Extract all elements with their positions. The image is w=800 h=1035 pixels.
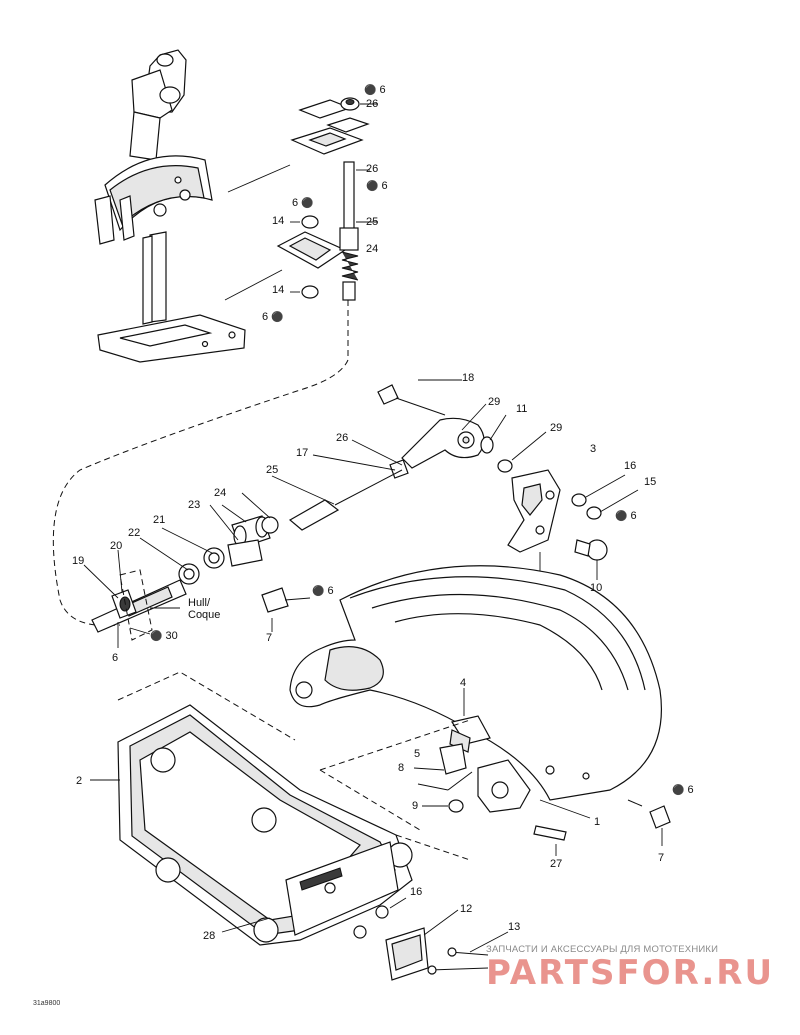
callout-22: 22 <box>128 527 141 539</box>
callout-21: 21 <box>153 514 166 526</box>
callout-20: 20 <box>110 540 123 552</box>
callout-4: 4 <box>460 677 467 689</box>
callout-26: 26 <box>366 98 379 110</box>
callout-6: ⚫ 6 <box>615 510 637 522</box>
callout-12: 12 <box>460 903 473 915</box>
callout-16: 16 <box>624 460 637 472</box>
callout-28: 28 <box>203 930 216 942</box>
callout-27: 27 <box>550 858 563 870</box>
callout-19: 19 <box>72 555 85 567</box>
callout-7: 7 <box>266 632 273 644</box>
actuator-hardware <box>319 688 591 856</box>
hull-coque-label: Hull/ Coque <box>188 597 221 621</box>
oil-drop-icon: ⚫ <box>366 181 379 192</box>
oil-drop-icon: ⚫ <box>615 511 628 522</box>
oil-drop-icon: ⚫ <box>672 785 685 796</box>
callout-7: 7 <box>658 852 665 864</box>
callout-6: 6 ⚫ <box>262 311 284 323</box>
callout-6: 6 <box>112 652 119 664</box>
callout-6: ⚫ 6 <box>312 585 334 597</box>
watermark: ЗАПЧАСТИ И АКСЕССУАРЫ ДЛЯ МОТОТЕХНИКИ PA… <box>486 944 786 991</box>
callout-17: 17 <box>296 447 309 459</box>
callout-24: 24 <box>214 487 227 499</box>
callout-24: 24 <box>366 243 379 255</box>
callout-6: 6 ⚫ <box>292 197 314 209</box>
oil-drop-icon: ⚫ <box>312 586 325 597</box>
callout-5: 5 <box>414 748 421 760</box>
callout-3: 3 <box>590 443 597 455</box>
watermark-logo: PARTSFOR.RU <box>486 953 775 993</box>
oil-drop-icon: ⚫ <box>364 85 377 96</box>
upper-cable-hardware <box>52 97 378 627</box>
callout-18: 18 <box>462 372 475 384</box>
oil-drop-icon: ⚫ <box>150 631 163 642</box>
callout-6: ⚫ 6 <box>364 84 386 96</box>
linkage-rod-cable <box>271 379 547 531</box>
washer-collar-stack <box>139 492 279 585</box>
oil-drop-icon: ⚫ <box>271 312 284 323</box>
callout-8: 8 <box>398 762 405 774</box>
callout-26: 26 <box>336 432 349 444</box>
callout-2: 2 <box>76 775 83 787</box>
hull-shaft <box>83 549 187 648</box>
callout-25: 25 <box>266 464 279 476</box>
callout-9: 9 <box>412 800 419 812</box>
callout-6: ⚫ 6 <box>672 784 694 796</box>
watermark-caption: ЗАПЧАСТИ И АКСЕССУАРЫ ДЛЯ МОТОТЕХНИКИ <box>486 944 719 955</box>
callout-14: 14 <box>272 284 285 296</box>
callout-16: 16 <box>410 886 423 898</box>
oil-drop-icon: ⚫ <box>301 198 314 209</box>
callout-29: 29 <box>488 396 501 408</box>
callout-10: 10 <box>590 582 603 594</box>
callout-13: 13 <box>508 921 521 933</box>
control-lever-assembly <box>94 49 291 363</box>
callout-14: 14 <box>272 215 285 227</box>
callout-26: 26 <box>366 163 379 175</box>
callout-25: 25 <box>366 216 379 228</box>
callout-29: 29 <box>550 422 563 434</box>
callout-1: 1 <box>594 816 601 828</box>
callout-30: ⚫ 30 <box>150 630 178 642</box>
callout-15: 15 <box>644 476 657 488</box>
deflector-body <box>261 565 671 846</box>
callout-11: 11 <box>516 403 528 415</box>
pins-12-13 <box>385 897 509 981</box>
housing-2 <box>90 671 471 946</box>
callout-23: 23 <box>188 499 201 511</box>
drawing-code: 31a9800 <box>33 1000 61 1007</box>
callout-6: ⚫ 6 <box>366 180 388 192</box>
